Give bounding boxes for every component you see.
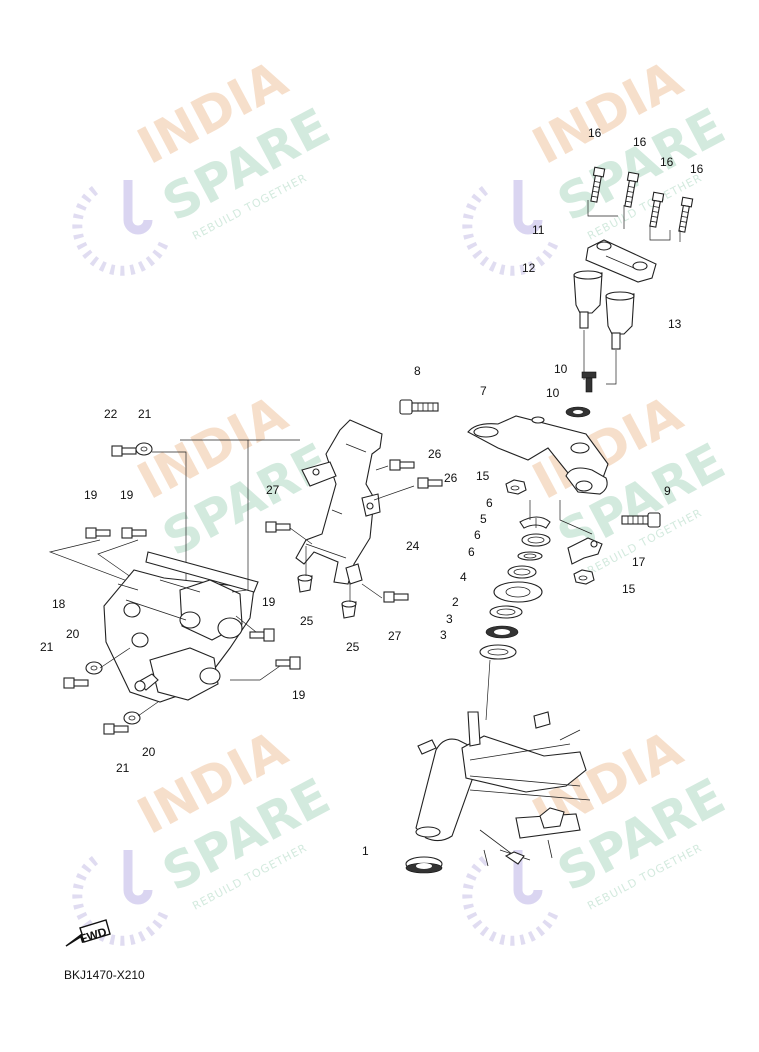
callout-23: 22 <box>104 407 118 421</box>
watermark-mid-right: INDIA SPARE REBUILD TOGETHER <box>523 384 734 577</box>
watermark-bottom-left: INDIA SPARE REBUILD TOGETHER <box>72 719 339 946</box>
callout-15: 15 <box>622 582 636 596</box>
meter-stay-24 <box>295 419 383 585</box>
wrench-logo-icon <box>123 180 153 235</box>
watermark-top-left: INDIA SPARE REBUILD TOGETHER <box>72 49 339 276</box>
bolt-21a <box>63 677 89 689</box>
pinch-bolt-10a <box>399 399 439 415</box>
lower-handlebar-holder-14a <box>573 270 603 329</box>
callout-22: 21 <box>138 407 152 421</box>
callout-16: 16 <box>588 126 602 140</box>
washer-22 <box>135 442 153 456</box>
washer-7 <box>517 551 543 561</box>
callout-26: 26 <box>444 471 458 485</box>
callout-19: 19 <box>262 595 276 609</box>
grommet-25b <box>341 600 357 619</box>
bolt-19a <box>85 527 111 539</box>
callout-14: 13 <box>668 317 682 331</box>
callout-20: 20 <box>142 745 156 759</box>
callout-8: 6 <box>486 496 493 510</box>
bearing-2 <box>489 605 523 619</box>
race-3 <box>479 644 517 660</box>
lower-handlebar-holder-14b <box>605 291 635 350</box>
callout-10: 8 <box>414 364 421 378</box>
callout-4: 3 <box>446 612 453 626</box>
callout-24: 24 <box>406 539 420 553</box>
callout-16: 16 <box>690 162 704 176</box>
callout-16: 16 <box>633 135 647 149</box>
washer-20a <box>85 661 103 675</box>
upper-bracket-9 <box>467 415 609 495</box>
wrench-logo-icon <box>123 850 153 905</box>
callout-19: 19 <box>292 688 306 702</box>
bearing-cover-5 <box>493 581 543 603</box>
wrench-logo-icon <box>72 186 170 276</box>
wrench-logo-icon <box>462 856 560 946</box>
bolt-26b <box>417 477 443 489</box>
callout-14: 12 <box>522 261 536 275</box>
callout-27: 27 <box>266 483 280 497</box>
callout-27: 27 <box>388 629 402 643</box>
lock-washer-8 <box>519 516 551 529</box>
callout-10: 9 <box>664 484 671 498</box>
callout-6: 6 <box>468 545 475 559</box>
washer-20b <box>123 711 141 725</box>
callout-18: 18 <box>52 597 66 611</box>
callout-12: 10 <box>546 386 560 400</box>
handlebar-bolts-16 <box>590 166 694 233</box>
upper-handlebar-holder-13 <box>585 239 657 283</box>
bolt-19c <box>249 628 275 642</box>
callout-19: 19 <box>120 488 134 502</box>
callout-1: 1 <box>362 844 369 858</box>
callout-3: 3 <box>440 628 447 642</box>
callout-5: 4 <box>460 570 467 584</box>
wrench-logo-icon <box>513 180 543 235</box>
bolt-19d <box>275 656 301 670</box>
nut-15b <box>573 569 595 585</box>
callout-15: 15 <box>476 469 490 483</box>
frame-head-pipe <box>415 711 591 867</box>
watermark-top-right: INDIA SPARE REBUILD TOGETHER <box>462 49 734 276</box>
callout-26: 26 <box>428 447 442 461</box>
ring-nut-6a <box>521 533 551 547</box>
callout-11: 10 <box>554 362 568 376</box>
nut-15a <box>505 479 527 495</box>
ring-nut-6b <box>507 565 537 579</box>
pinch-bolt-10b <box>621 512 661 528</box>
bolt-27a <box>265 521 291 533</box>
callout-25: 25 <box>300 614 314 628</box>
bolt-27b <box>383 591 409 603</box>
callout-2: 2 <box>452 595 459 609</box>
callout-25: 25 <box>346 640 360 654</box>
callout-17: 17 <box>632 555 646 569</box>
callout-9: 7 <box>480 384 487 398</box>
callout-21: 21 <box>116 761 130 775</box>
clamp-17 <box>567 537 603 565</box>
wrench-logo-icon <box>513 850 543 905</box>
wrench-logo-icon <box>462 186 560 276</box>
callout-20: 20 <box>66 627 80 641</box>
callout-13: 11 <box>532 223 545 237</box>
bolt-11 <box>581 371 597 393</box>
diagram-code: BKJ1470-X210 <box>64 968 145 982</box>
bolt-26a <box>389 459 415 471</box>
bolt-19b <box>121 527 147 539</box>
ball-race-4 <box>485 625 519 639</box>
callout-labels: 16 16 16 16 11 12 13 10 10 8 7 9 15 6 5 … <box>40 126 704 858</box>
callout-16: 16 <box>660 155 674 169</box>
lower-bearing-1 <box>405 856 443 874</box>
callout-19: 19 <box>84 488 98 502</box>
bolt-21b <box>103 723 129 735</box>
callout-7: 6 <box>474 528 481 542</box>
headlight-bracket-18 <box>103 551 259 703</box>
grommet-25a <box>297 574 313 593</box>
washer-12 <box>565 406 591 418</box>
callout-21: 21 <box>40 640 54 654</box>
callout-6: 5 <box>480 512 487 526</box>
bolt-23 <box>111 445 137 457</box>
